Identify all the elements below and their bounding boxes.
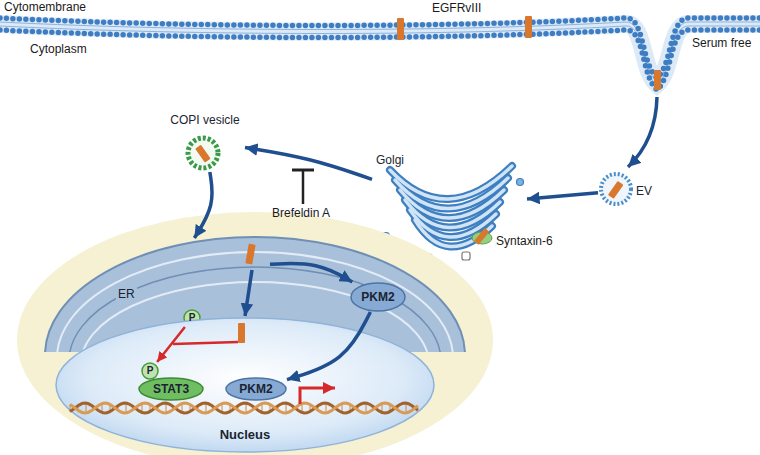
inhibition-line xyxy=(302,170,305,204)
receptor-bar xyxy=(525,16,532,38)
annotation-label: EGFRvIII xyxy=(432,1,481,15)
annotation-label: Serum free xyxy=(692,36,751,50)
protein-ellipse: PKM2 xyxy=(225,377,287,401)
flow-arrow xyxy=(527,193,598,199)
dna-helix xyxy=(70,403,418,413)
node-text: P xyxy=(147,364,154,378)
vesicle-group: EV xyxy=(598,172,660,208)
translocation-arrow xyxy=(245,270,252,316)
annotation-label: Syntaxin-6 xyxy=(494,234,555,248)
cell-membrane xyxy=(0,18,760,90)
copi-vesicle xyxy=(188,138,218,168)
node-text: STAT3 xyxy=(153,382,189,396)
endocytosis-arrow xyxy=(628,97,657,167)
vesicle-group: COPI vesicle xyxy=(165,110,245,172)
flow-arrow xyxy=(194,172,212,238)
node-text: Nucleus xyxy=(220,428,271,442)
protein-ellipse: STAT3 xyxy=(138,377,204,401)
endoplasmic-reticulum xyxy=(45,237,465,352)
node-text: PKM2 xyxy=(239,382,272,396)
receptor-bar xyxy=(195,145,210,163)
protein-ellipse: PKM2 xyxy=(350,282,406,312)
node-text: EV xyxy=(636,184,652,198)
annotation-label: Brefeldin A xyxy=(272,206,330,220)
receptor-bar xyxy=(245,244,255,265)
node-text: PKM2 xyxy=(361,290,394,304)
activation-line xyxy=(173,342,238,344)
receptor-bar xyxy=(654,70,661,90)
golgi-stack xyxy=(390,166,512,247)
nucleus-ellipse: Nucleus P STAT3 PKM2 xyxy=(55,317,435,453)
flow-arrow xyxy=(245,147,372,179)
flow-arrow xyxy=(157,327,185,362)
golgi-group: Golgi xyxy=(372,150,527,262)
node-text: P xyxy=(189,311,196,325)
inhibition-bar xyxy=(292,169,314,172)
er-region: ER xyxy=(80,238,270,300)
flow-arrow xyxy=(287,312,370,380)
ev-vesicle xyxy=(601,174,631,204)
receptor-bar xyxy=(474,228,490,245)
node-text: COPI vesicle xyxy=(170,113,239,127)
transcription-arrow xyxy=(300,388,335,404)
receptor-bar xyxy=(608,181,623,199)
node-text: Golgi xyxy=(376,153,404,167)
receptor-bar xyxy=(238,323,245,343)
flow-arrow xyxy=(270,264,352,282)
annotation-label: Cytoplasm xyxy=(30,42,87,56)
node-text: ER xyxy=(116,287,137,301)
phospho-circle: P xyxy=(141,362,159,380)
annotation-label: Cytomembrane xyxy=(4,0,86,14)
receptor-bar xyxy=(397,18,404,40)
